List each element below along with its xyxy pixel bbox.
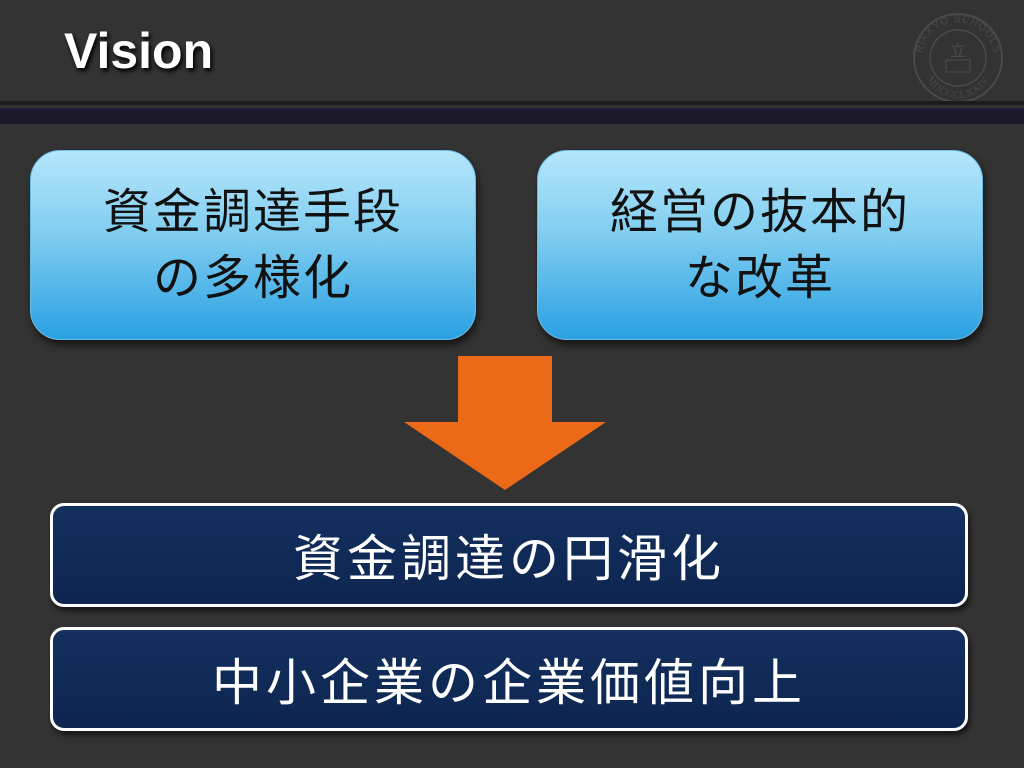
sme-value-text: 中小企業の企業価値向上 [212, 654, 806, 712]
seal-center-glyph: 立 [950, 41, 966, 60]
smooth-financing-box: 資金調達の円滑化 [50, 503, 968, 607]
management-reform-line1: 経営の抜本的 [609, 184, 910, 240]
down-arrow-icon [404, 356, 606, 490]
header-band [0, 108, 1024, 124]
sme-value-box: 中小企業の企業価値向上 [50, 627, 968, 731]
management-reform-box: 経営の抜本的 な改革 [537, 150, 983, 340]
header-divider [0, 101, 1024, 105]
svg-text:MDCCCLXXIV: MDCCCLXXIV [924, 74, 991, 101]
slide-title: Vision [64, 23, 214, 79]
diversify-funding-line1: 資金調達手段 [102, 184, 403, 240]
management-reform-line2: な改革 [684, 250, 835, 306]
diversify-funding-box: 資金調達手段 の多様化 [30, 150, 476, 340]
diversify-funding-line2: の多様化 [152, 250, 353, 306]
school-seal-icon: RIKKYO SCHOOLS MDCCCLXXIV 立 [913, 13, 1003, 103]
smooth-financing-text: 資金調達の円滑化 [293, 530, 725, 588]
seal-bottom-text: MDCCCLXXIV [924, 74, 990, 101]
